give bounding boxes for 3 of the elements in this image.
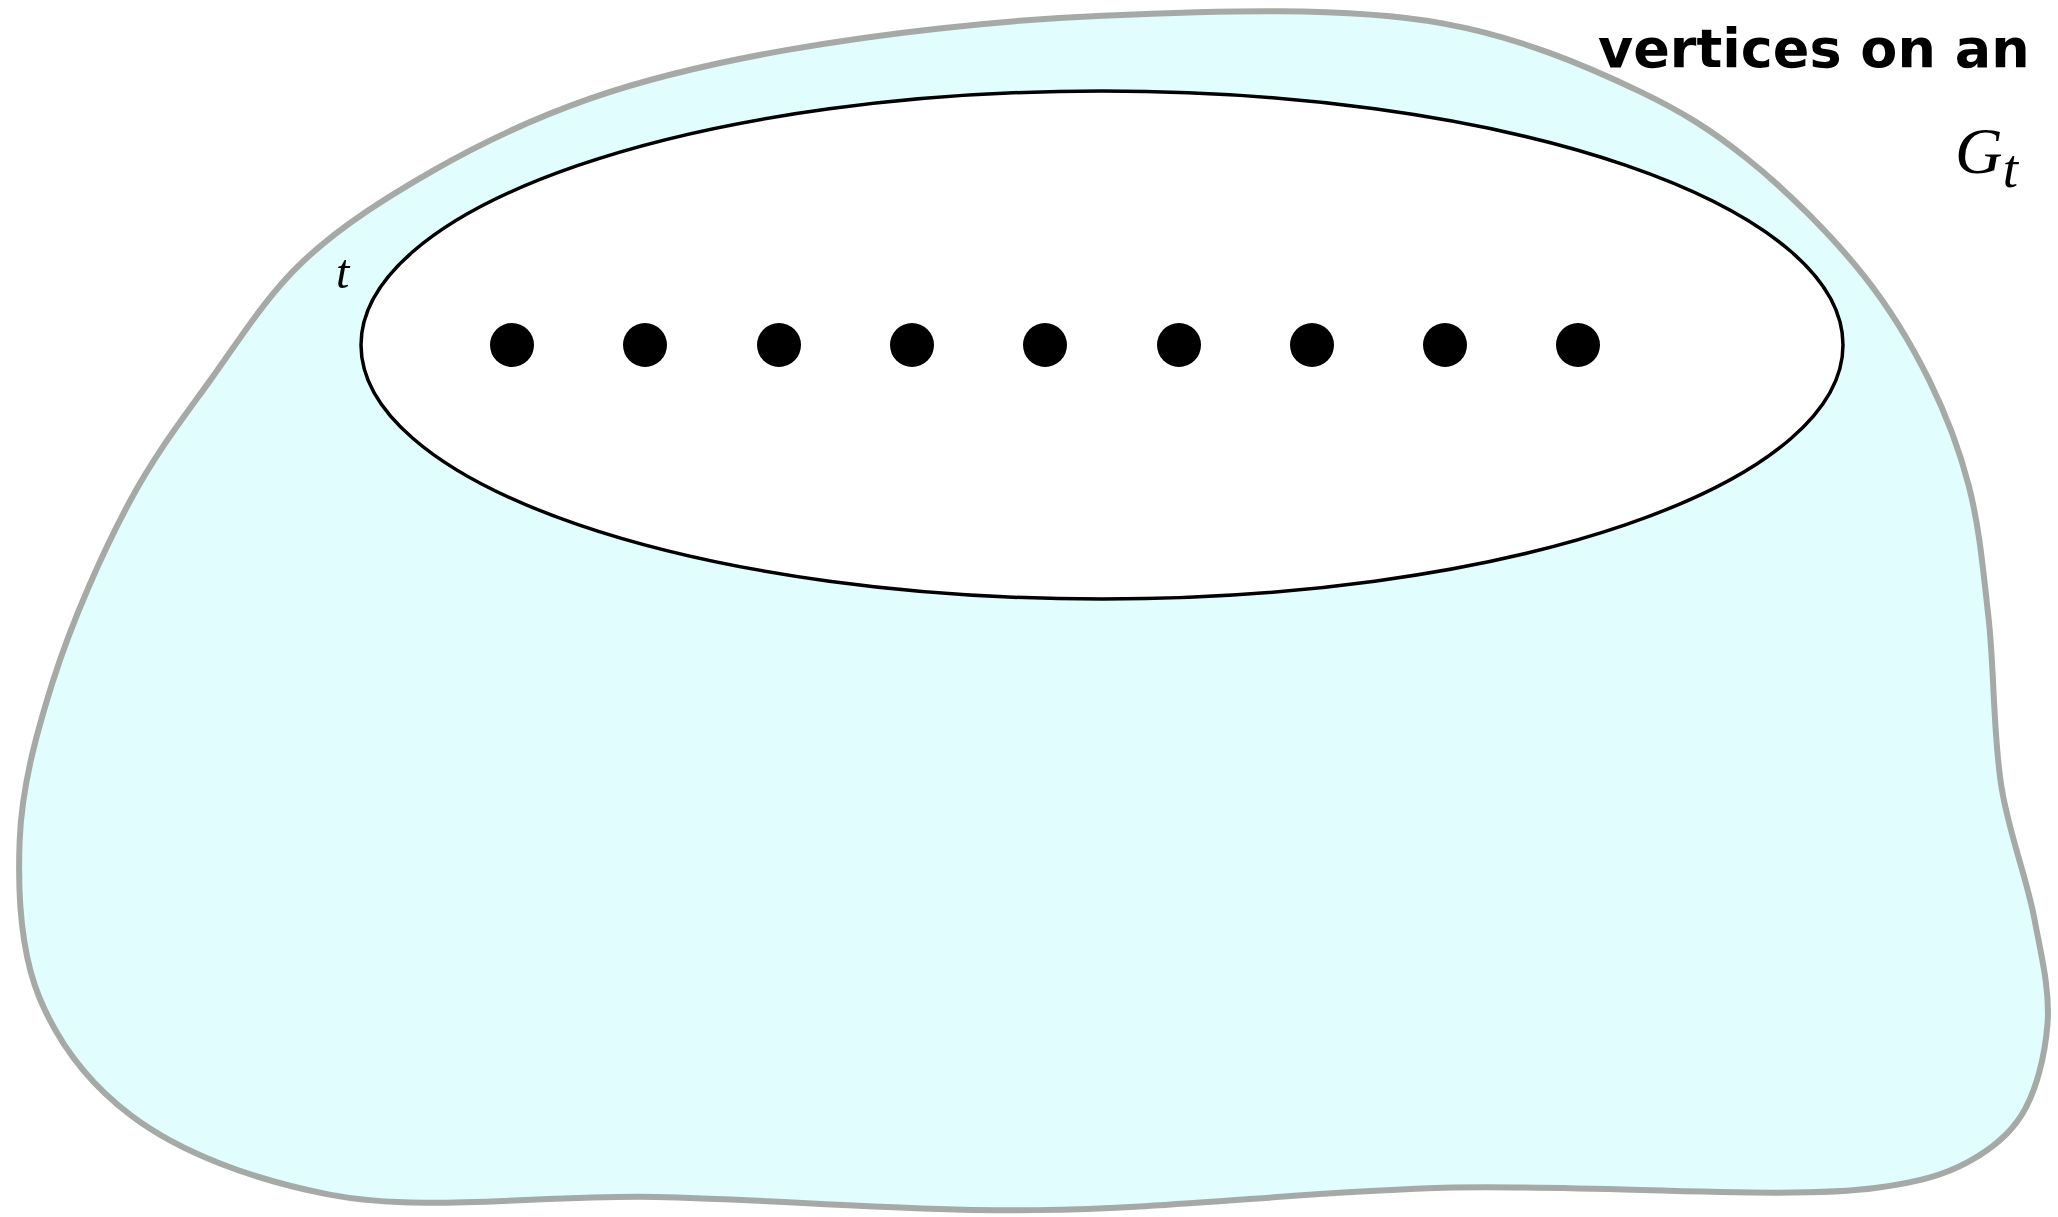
math-label: G$_{t}$ [1955,118,2018,197]
math-label: t [336,248,350,296]
caption-text: vertices on an [1598,22,2030,76]
